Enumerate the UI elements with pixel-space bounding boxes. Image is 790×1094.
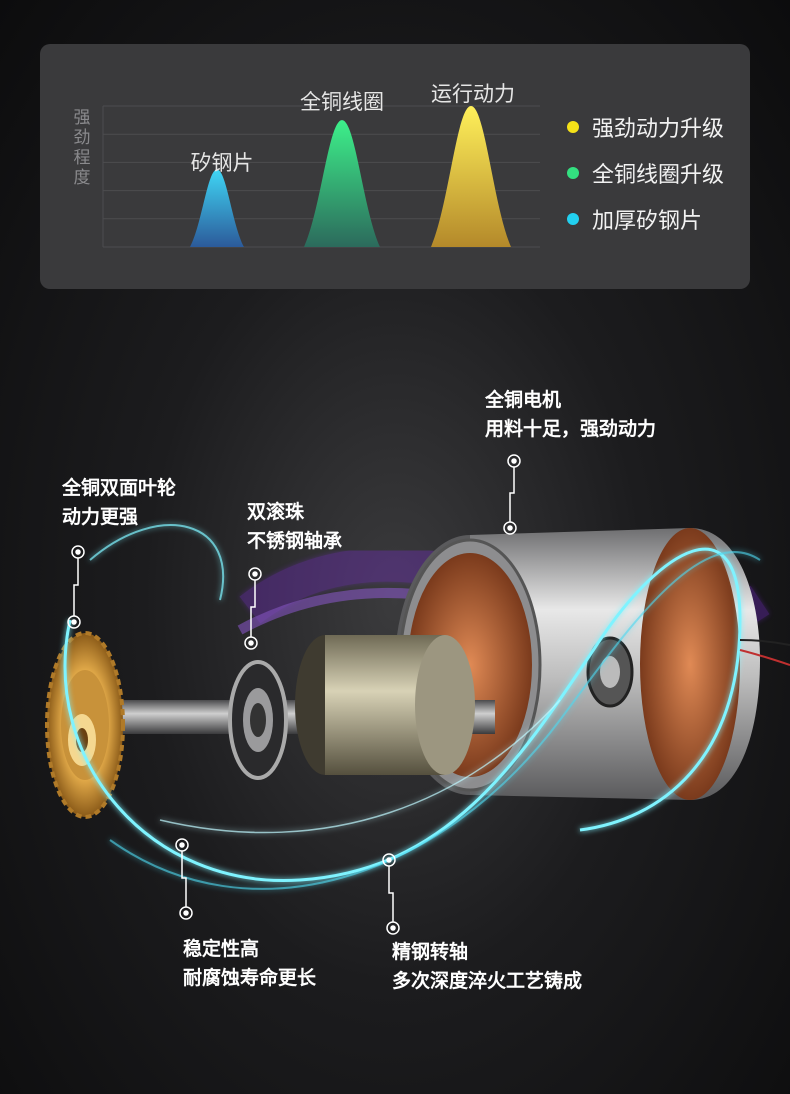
- chart-peak-2: [431, 106, 511, 247]
- callout-shaft-title: 精钢转轴: [392, 941, 469, 963]
- marker-bearing: [244, 567, 262, 650]
- chart-legend: 强劲动力升级 全铜线圈升级 加厚矽钢片: [567, 104, 724, 242]
- callout-motor-desc: 用料十足，强劲动力: [485, 418, 657, 440]
- callout-bearing-title: 双滚珠: [247, 501, 305, 523]
- callout-motor-title: 全铜电机: [485, 389, 562, 411]
- marker-motor: [503, 454, 521, 535]
- copper-impeller: [45, 631, 125, 819]
- motor-illustration: [45, 454, 790, 935]
- callout-stability-desc: 耐腐蚀寿命更长: [183, 967, 317, 989]
- y-axis-label: 强劲程度: [73, 108, 91, 188]
- legend-dot-green: [567, 167, 579, 179]
- motor-rotor: [295, 635, 475, 775]
- marker-stability: [175, 838, 193, 920]
- legend-dot-cyan: [567, 213, 579, 225]
- strength-chart: [102, 105, 540, 248]
- legend-label-steel: 加厚矽钢片: [592, 209, 703, 234]
- wire-leads: [739, 639, 790, 666]
- callout-shaft-desc: 多次深度淬火工艺铸成: [392, 970, 583, 992]
- peak-label-copper-coil: 全铜线圈: [300, 90, 384, 114]
- peak-label-running-power: 运行动力: [431, 82, 515, 106]
- legend-dot-yellow: [567, 121, 579, 133]
- marker-shaft: [382, 853, 400, 935]
- marker-impeller: [67, 545, 85, 629]
- callout-motor: 全铜电机 用料十足，强劲动力: [485, 386, 656, 444]
- ball-bearing: [228, 660, 288, 780]
- callout-stability-title: 稳定性高: [183, 938, 260, 960]
- callout-stability: 稳定性高 耐腐蚀寿命更长: [183, 935, 316, 993]
- callout-bearing-desc: 不锈钢轴承: [247, 530, 343, 552]
- chart-peaks: [190, 106, 511, 247]
- chart-peak-1: [304, 120, 380, 247]
- legend-item-steel: 加厚矽钢片: [567, 196, 724, 242]
- legend-item-power: 强劲动力升级: [567, 104, 724, 150]
- callout-impeller-desc: 动力更强: [62, 506, 139, 528]
- callout-impeller-title: 全铜双面叶轮: [62, 477, 177, 499]
- callout-bearing: 双滚珠 不锈钢轴承: [247, 498, 342, 556]
- peak-label-silicon-steel: 矽钢片: [190, 151, 254, 175]
- strength-chart-panel: 强劲程度 矽钢片 全铜线圈 运行动力 强劲动力升级 全铜线圈升级 加厚矽钢片: [40, 44, 750, 289]
- chart-peak-0: [190, 169, 244, 247]
- legend-item-coil: 全铜线圈升级: [567, 150, 724, 196]
- legend-label-coil: 全铜线圈升级: [592, 163, 725, 188]
- cyan-energy-swirl: [63, 524, 761, 890]
- callout-shaft: 精钢转轴 多次深度淬火工艺铸成: [392, 938, 582, 996]
- callout-impeller: 全铜双面叶轮 动力更强: [62, 474, 176, 532]
- callout-markers: [67, 454, 521, 935]
- legend-label-power: 强劲动力升级: [592, 117, 725, 142]
